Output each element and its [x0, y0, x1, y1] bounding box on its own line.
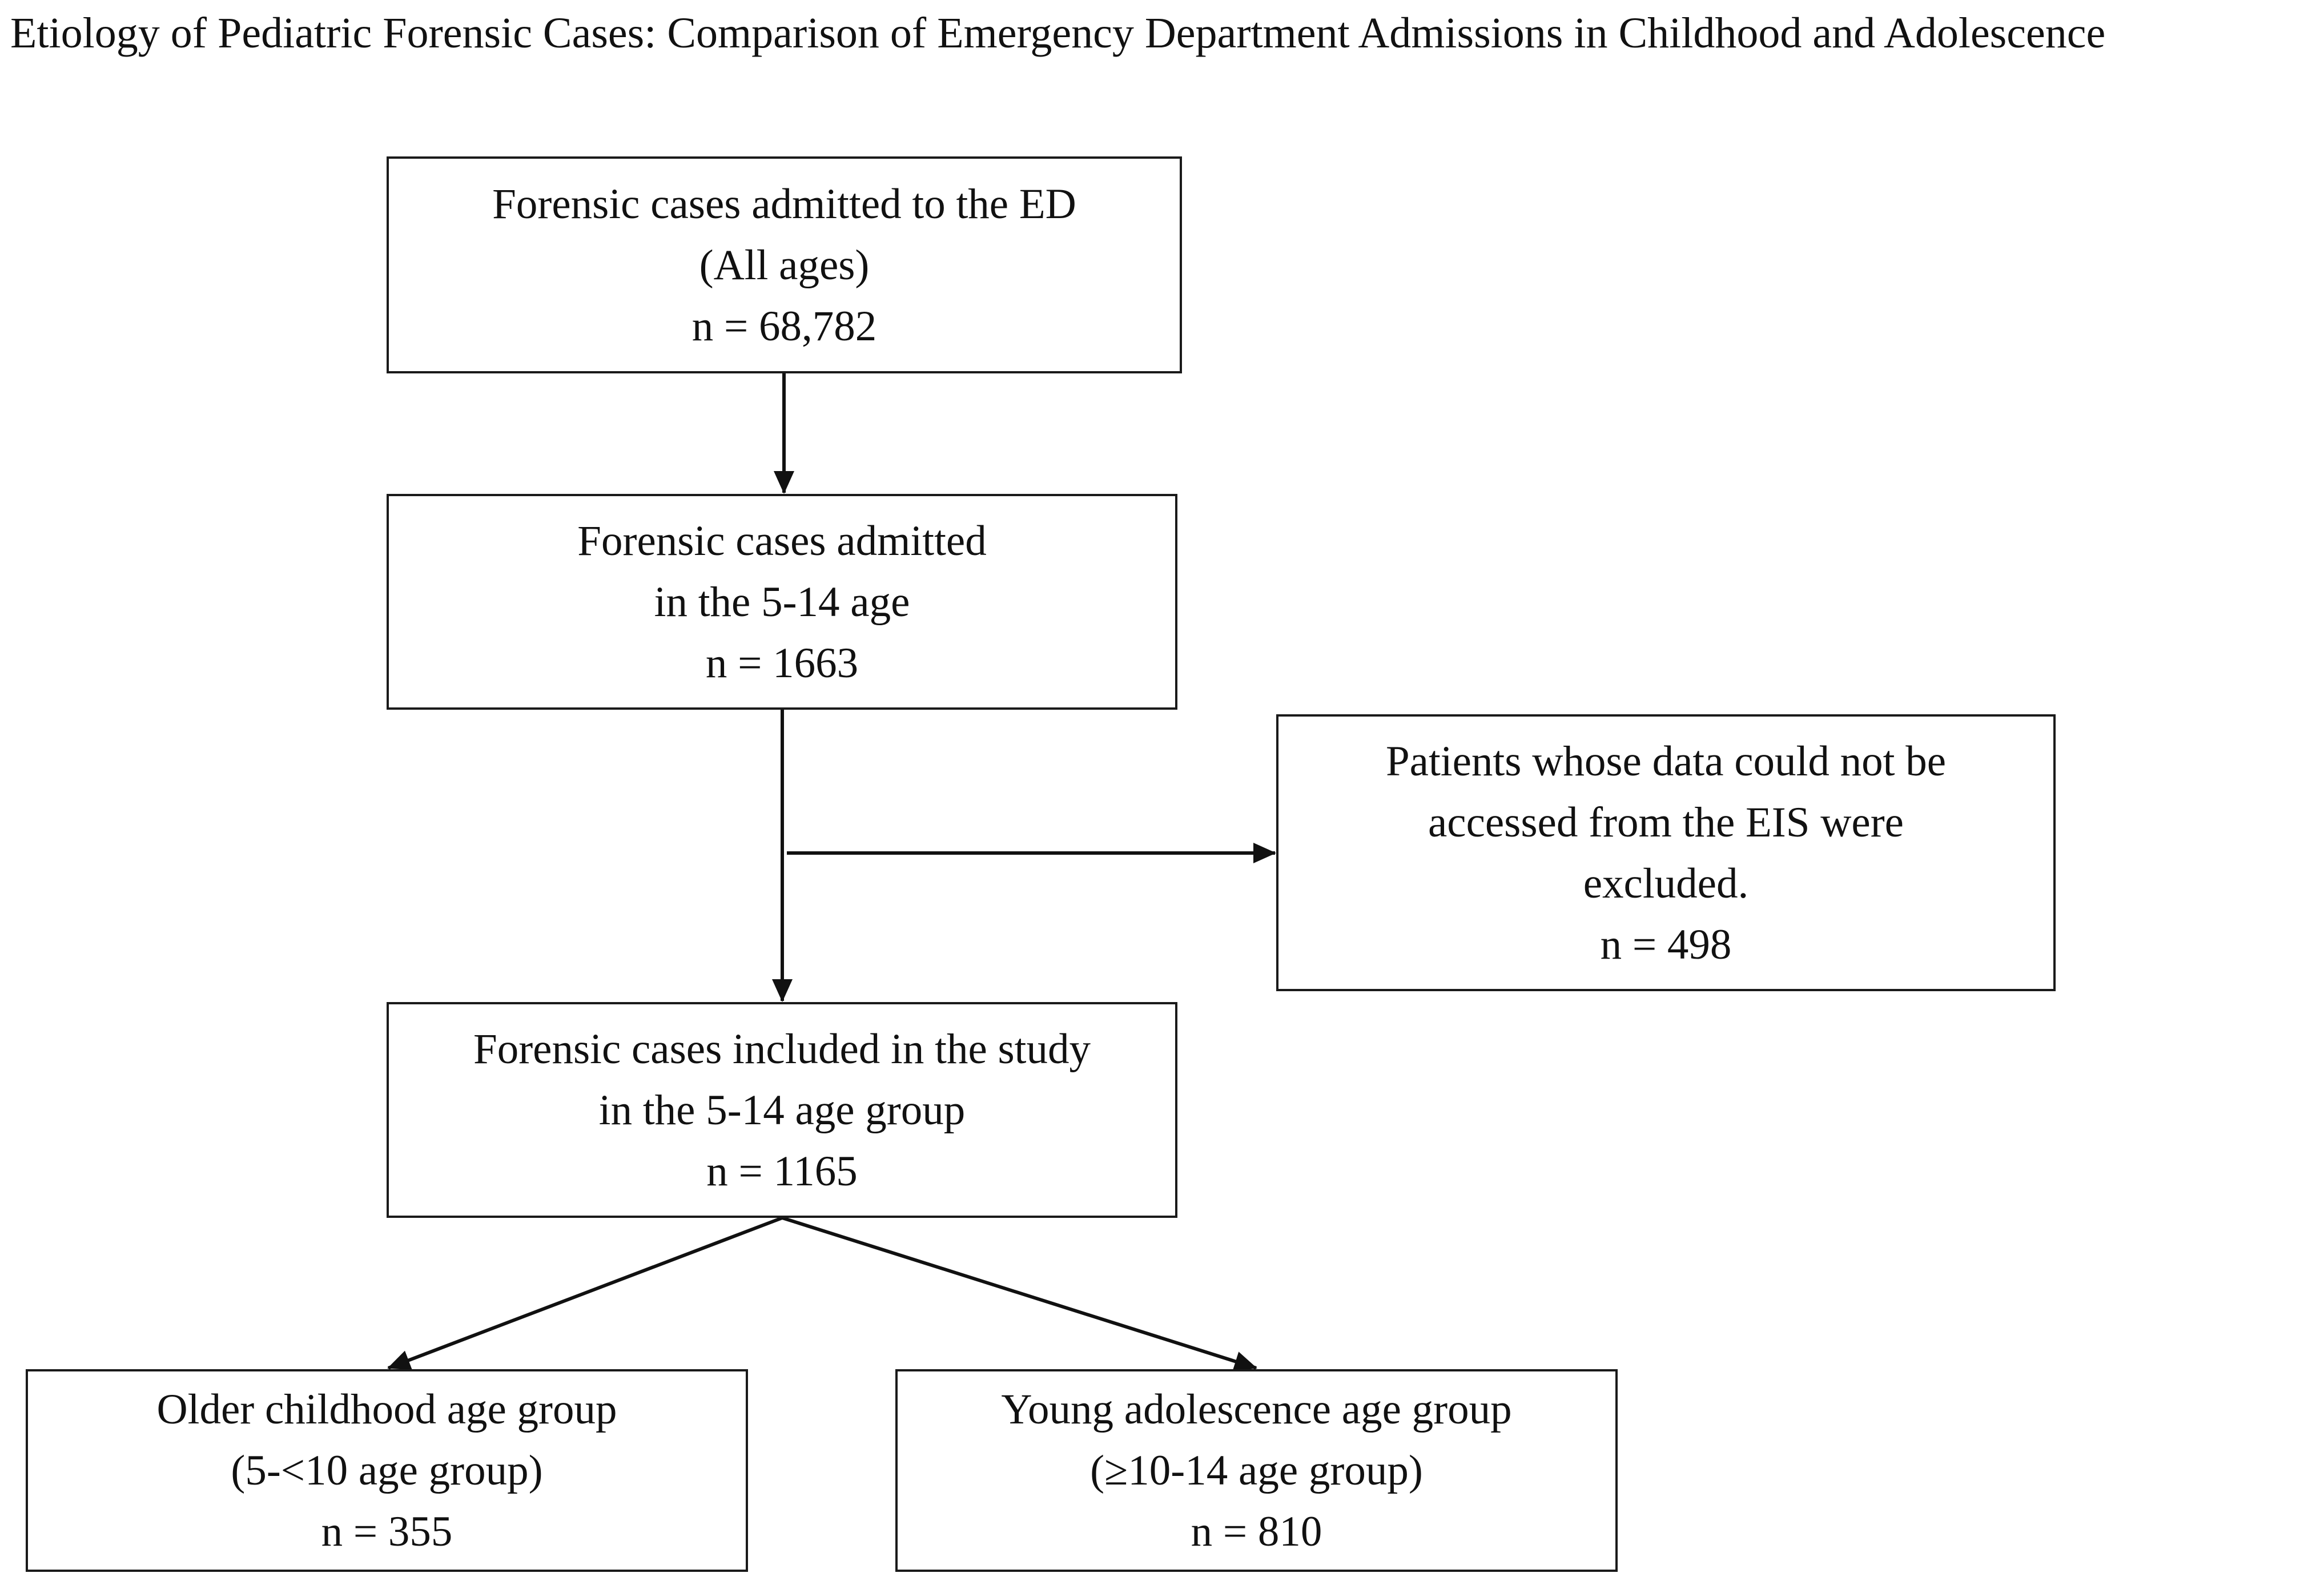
box-excluded-count: n = 498	[1600, 920, 1732, 968]
diagram-title: Etiology of Pediatric Forensic Cases: Co…	[10, 9, 2106, 57]
box-young-adolescence-count: n = 810	[1191, 1508, 1322, 1555]
arrow-included-to-childhood	[387, 1216, 783, 1370]
box-all-ages: Forensic cases admitted to the ED (All a…	[387, 156, 1182, 373]
box-included-count: n = 1165	[706, 1147, 858, 1195]
box-young-adolescence-line2: (≥10-14 age group)	[1090, 1447, 1423, 1494]
box-age-5-14-line1: Forensic cases admitted	[577, 517, 987, 565]
arrow-included-to-adolescence	[782, 1216, 1257, 1371]
box-excluded-line3: excluded.	[1583, 859, 1749, 907]
box-older-childhood-line1: Older childhood age group	[156, 1386, 617, 1433]
box-excluded: Patients whose data could not be accesse…	[1276, 714, 2056, 991]
box-excluded-line2: accessed from the EIS were	[1428, 798, 1904, 846]
box-age-5-14: Forensic cases admitted in the 5-14 age …	[387, 494, 1177, 710]
box-age-5-14-count: n = 1663	[705, 639, 859, 687]
box-older-childhood-count: n = 355	[321, 1508, 453, 1555]
box-young-adolescence-line1: Young adolescence age group	[1001, 1386, 1512, 1433]
box-included-line1: Forensic cases included in the study	[473, 1025, 1091, 1073]
box-young-adolescence: Young adolescence age group (≥10-14 age …	[895, 1369, 1618, 1572]
box-older-childhood-line2: (5-<10 age group)	[231, 1447, 543, 1494]
box-older-childhood: Older childhood age group (5-<10 age gro…	[26, 1369, 748, 1572]
box-included: Forensic cases included in the study in …	[387, 1002, 1177, 1218]
box-included-line2: in the 5-14 age group	[598, 1086, 966, 1134]
box-all-ages-line1: Forensic cases admitted to the ED	[492, 180, 1076, 228]
box-all-ages-count: n = 68,782	[691, 302, 877, 350]
box-all-ages-line2: (All ages)	[699, 241, 870, 289]
box-excluded-line1: Patients whose data could not be	[1385, 737, 1947, 785]
box-age-5-14-line2: in the 5-14 age	[654, 578, 910, 626]
